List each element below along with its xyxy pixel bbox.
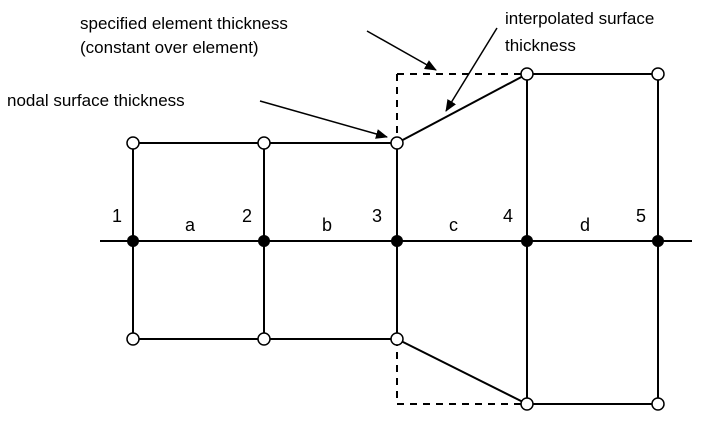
specified-thickness-label-line1: specified element thickness — [80, 14, 288, 33]
node-labels: 1 2 3 4 5 — [112, 206, 646, 226]
interpolated-thickness-arrow — [445, 27, 498, 112]
nodal-thickness-arrow — [259, 100, 388, 139]
surface-node-5-top — [651, 67, 665, 81]
axis-nodes — [127, 235, 664, 247]
element-c — [396, 73, 528, 405]
axis-node-1 — [127, 235, 139, 247]
element-a — [133, 142, 264, 340]
surface-node-4-top — [520, 67, 534, 81]
nodal-thickness-label: nodal surface thickness — [7, 91, 185, 110]
node-label-4: 4 — [503, 206, 513, 226]
element-label-b: b — [322, 215, 332, 235]
surface-node-5-bottom — [651, 397, 665, 411]
surface-nodes — [126, 67, 665, 411]
element-label-a: a — [185, 215, 196, 235]
axis-node-2 — [258, 235, 270, 247]
surface-node-1-top — [126, 136, 140, 150]
specified-thickness-box — [396, 73, 527, 405]
node-label-3: 3 — [372, 206, 382, 226]
surface-node-3-top — [390, 136, 404, 150]
element-labels: a b c d — [185, 215, 590, 235]
interpolated-thickness-label-line2: thickness — [505, 36, 576, 55]
node-label-2: 2 — [242, 206, 252, 226]
axis-node-4 — [521, 235, 533, 247]
axis-node-5 — [652, 235, 664, 247]
node-label-1: 1 — [112, 206, 122, 226]
axis-node-3 — [391, 235, 403, 247]
interpolated-thickness-label-line1: interpolated surface — [505, 9, 654, 28]
element-b — [264, 142, 397, 340]
surface-node-3-bottom — [390, 332, 404, 346]
surface-node-4-bottom — [520, 397, 534, 411]
surface-node-2-bottom — [257, 332, 271, 346]
specified-thickness-label-line2: (constant over element) — [80, 38, 259, 57]
surface-node-1-bottom — [126, 332, 140, 346]
element-label-c: c — [449, 215, 458, 235]
surface-node-2-top — [257, 136, 271, 150]
element-label-d: d — [580, 215, 590, 235]
specified-thickness-arrow — [366, 30, 437, 71]
node-label-5: 5 — [636, 206, 646, 226]
element-d — [527, 73, 658, 405]
